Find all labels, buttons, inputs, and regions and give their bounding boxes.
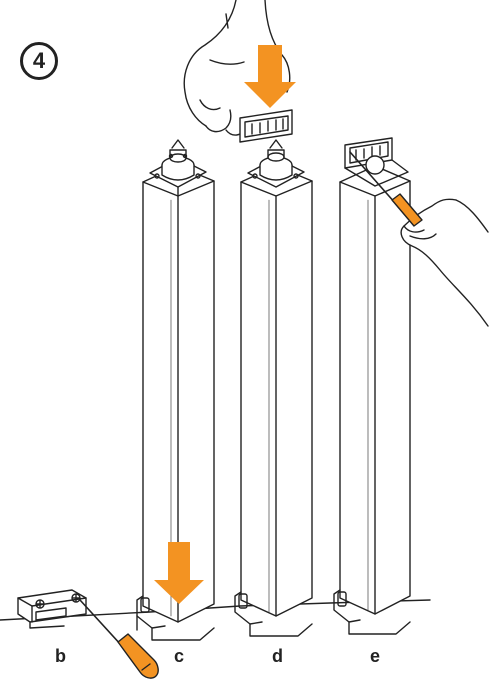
column-d (235, 140, 312, 636)
step-number-badge: 4 (20, 42, 58, 80)
label-b: b (55, 646, 66, 667)
connector-plug-icon (240, 110, 292, 142)
label-c: c (174, 646, 184, 667)
column-e (334, 138, 410, 634)
label-e: e (370, 646, 380, 667)
bracket-icon (18, 590, 86, 628)
down-arrow-icon (244, 45, 296, 108)
label-d: d (272, 646, 283, 667)
